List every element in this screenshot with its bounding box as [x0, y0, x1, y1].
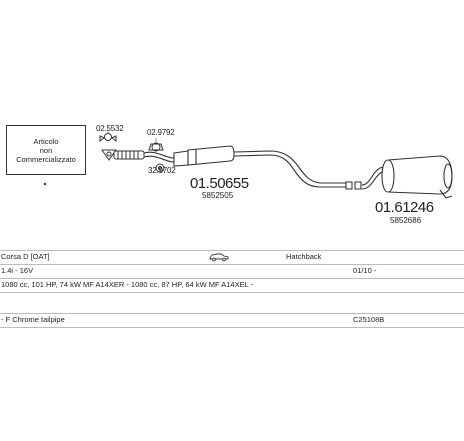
leader-lines: [107, 130, 161, 172]
middle-muffler-assembly: [143, 145, 362, 190]
part-label-02-5532[interactable]: 02.5532: [96, 124, 124, 133]
hanger-part-1: [148, 142, 164, 152]
divider-1: [0, 250, 464, 251]
note-line-3: Commercializzato: [16, 154, 76, 164]
part-label-02-9792[interactable]: 02.9792: [147, 128, 175, 137]
body-type-text: Hatchback: [286, 252, 322, 261]
not-available-note: Articolo non Commercializzato: [6, 125, 86, 175]
divider-5: [0, 313, 464, 314]
engine-spec-text: 1080 cc, 101 HP, 74 kW MF A14XER - 1080 …: [1, 280, 254, 289]
note-line-1: Articolo: [33, 136, 59, 146]
divider-4: [0, 292, 464, 293]
divider-2: [0, 264, 464, 265]
model-text: Corsa D [OAT]: [1, 252, 50, 261]
part-label-01-50655[interactable]: 01.50655: [190, 175, 249, 192]
engine-text: 1.4i - 16V: [1, 266, 34, 275]
tailpipe-text: - F Chrome tailpipe: [1, 315, 65, 324]
part-oem-5852686: 5852686: [390, 216, 422, 225]
divider-3: [0, 278, 464, 279]
part-label-32-9702[interactable]: 32.9702: [148, 166, 176, 175]
reference-dot: [43, 182, 47, 186]
catalog-code-text: C25108B: [353, 315, 385, 324]
note-line-2: non: [39, 145, 53, 155]
flex-pipe: [113, 150, 145, 160]
date-text: 01/10 -: [353, 266, 377, 275]
rear-muffler-assembly: [361, 155, 453, 199]
part-oem-5852505: 5852505: [202, 191, 234, 200]
divider-6: [0, 327, 464, 328]
car-side-icon: [209, 253, 229, 262]
part-label-01-61246[interactable]: 01.61246: [375, 199, 434, 216]
gasket-part-1: [101, 149, 117, 161]
clamp-part-1: [99, 133, 117, 142]
